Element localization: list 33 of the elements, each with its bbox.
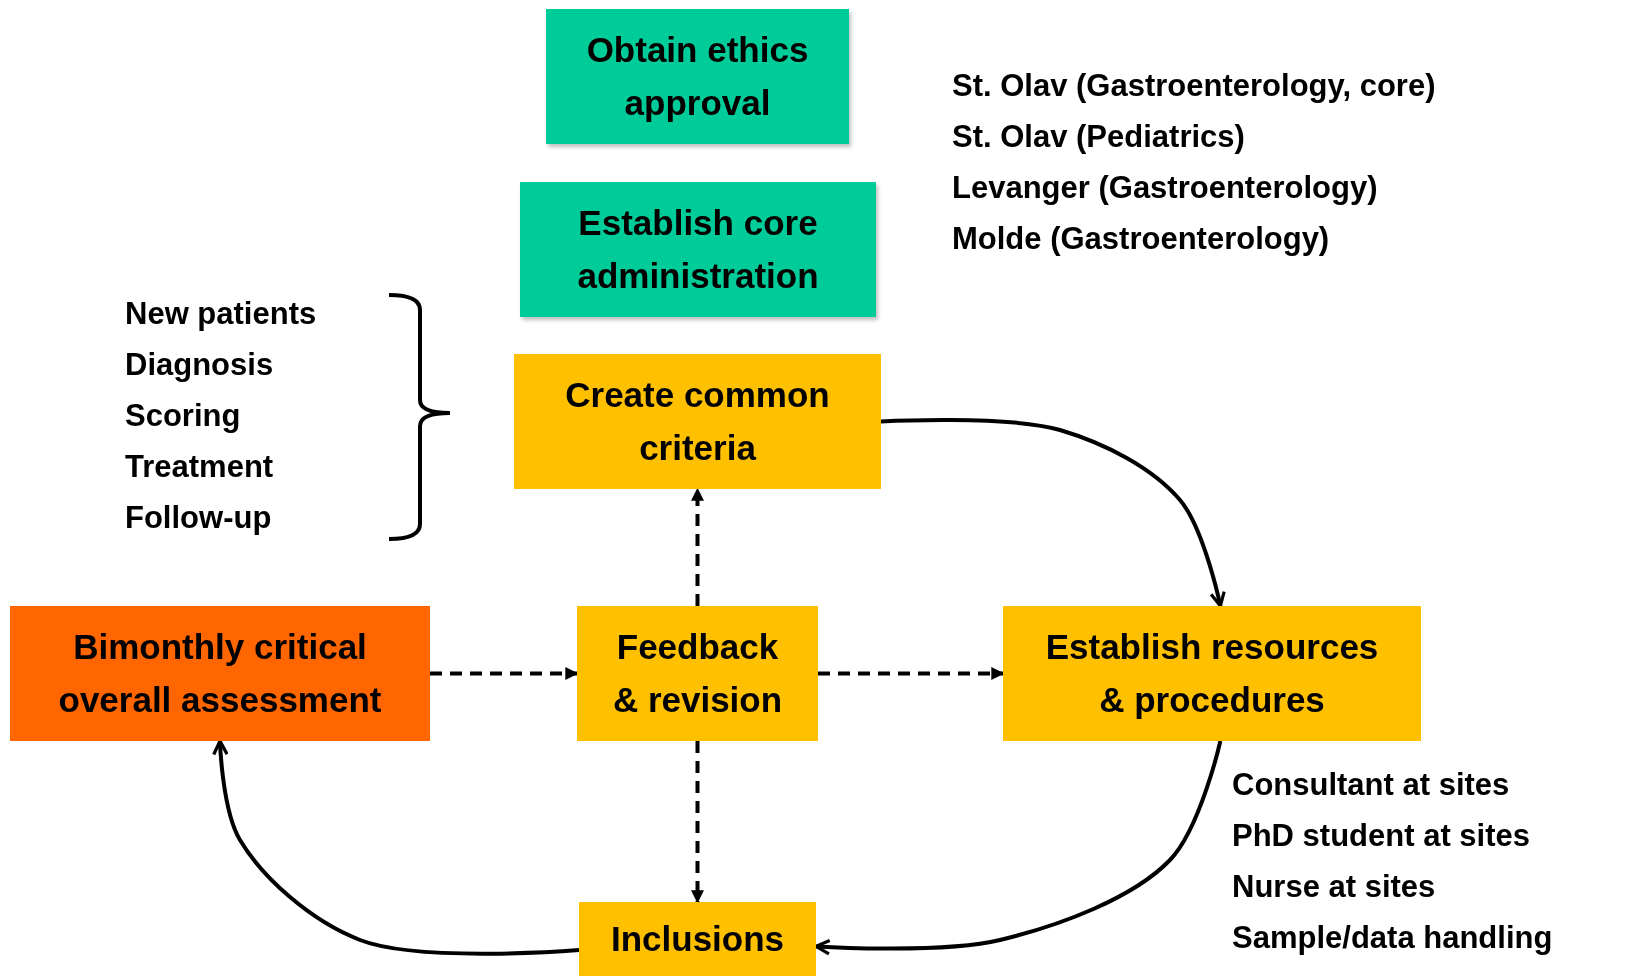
task-box: [546, 9, 849, 144]
curved-arrow: [880, 417, 1226, 608]
process-box: [577, 606, 818, 741]
box-label: Establish resources & procedures: [1044, 626, 1380, 721]
site-item: Molde (Gastroenterology): [952, 220, 1330, 258]
resource-item: PhD student at sites: [1232, 817, 1530, 855]
resource-item: Consultant at sites: [1232, 766, 1510, 804]
box-label: Inclusions: [610, 917, 785, 960]
criteria-item: New patients: [125, 295, 317, 333]
process-box: [514, 354, 881, 489]
task-box: [520, 182, 876, 317]
curved-arrow: [212, 739, 580, 956]
resource-item: Sample/data handling: [1232, 919, 1553, 957]
criteria-item: Follow-up: [125, 499, 272, 537]
review-box: [10, 606, 430, 741]
criteria-item: Treatment: [125, 448, 274, 486]
box-label: Create common criteria: [564, 374, 831, 469]
resource-item: Nurse at sites: [1232, 868, 1436, 906]
dashed-arrow: [430, 667, 579, 680]
box-label: Establish core administration: [576, 202, 820, 297]
process-box: [1003, 606, 1421, 741]
dashed-arrow: [818, 667, 1005, 680]
dashed-arrow: [691, 487, 704, 606]
box-label: Bimonthly critical overall assessment: [57, 626, 383, 721]
box-label: Feedback & revision: [611, 626, 784, 721]
site-item: St. Olav (Gastroenterology, core): [952, 67, 1436, 105]
criteria-item: Scoring: [125, 397, 241, 435]
criteria-item: Diagnosis: [125, 346, 274, 384]
dashed-arrow: [691, 741, 704, 904]
site-item: Levanger (Gastroenterology): [952, 169, 1378, 207]
box-label: Obtain ethics approval: [585, 29, 810, 124]
site-item: St. Olav (Pediatrics): [952, 118, 1245, 156]
process-box: [579, 902, 816, 976]
